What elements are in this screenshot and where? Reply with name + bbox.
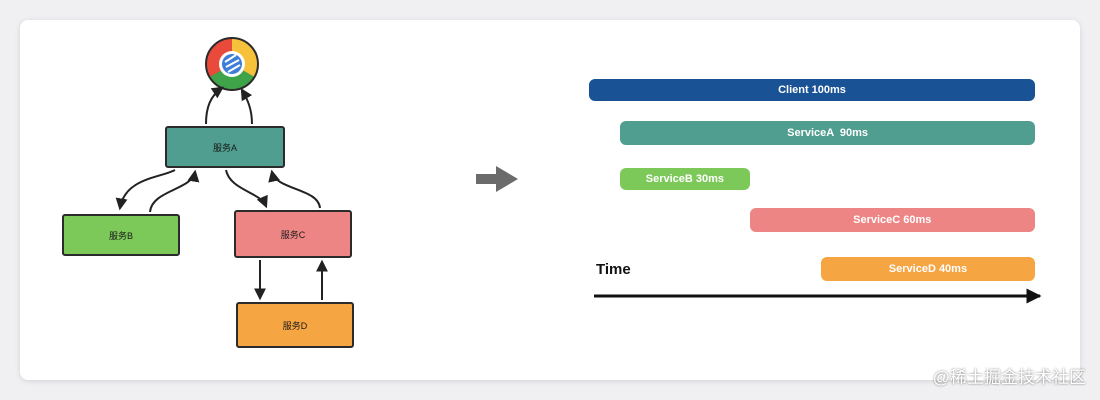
arrow-right-icon	[476, 166, 518, 192]
service-c-node: 服务C	[234, 210, 352, 258]
timeline-bar: ServiceC 60ms	[749, 208, 1035, 232]
service-a-node: 服务A	[165, 126, 285, 168]
timeline-bar: ServiceB 30ms	[620, 168, 750, 190]
connector-a-client	[205, 86, 253, 125]
connector-a-b	[115, 169, 200, 213]
browser-icon	[205, 37, 259, 91]
timeline-bar: ServiceD 40ms	[820, 257, 1035, 281]
service-d-node: 服务D	[236, 302, 354, 348]
timeline-bar: Client 100ms	[589, 79, 1035, 101]
service-b-node: 服务B	[62, 214, 180, 256]
connector-a-c	[225, 169, 321, 209]
watermark: @稀土掘金技术社区	[932, 368, 1086, 387]
connector-c-d	[254, 259, 328, 301]
timeline-bar: ServiceA 90ms	[620, 121, 1035, 145]
time-axis-label: Time	[596, 261, 631, 278]
